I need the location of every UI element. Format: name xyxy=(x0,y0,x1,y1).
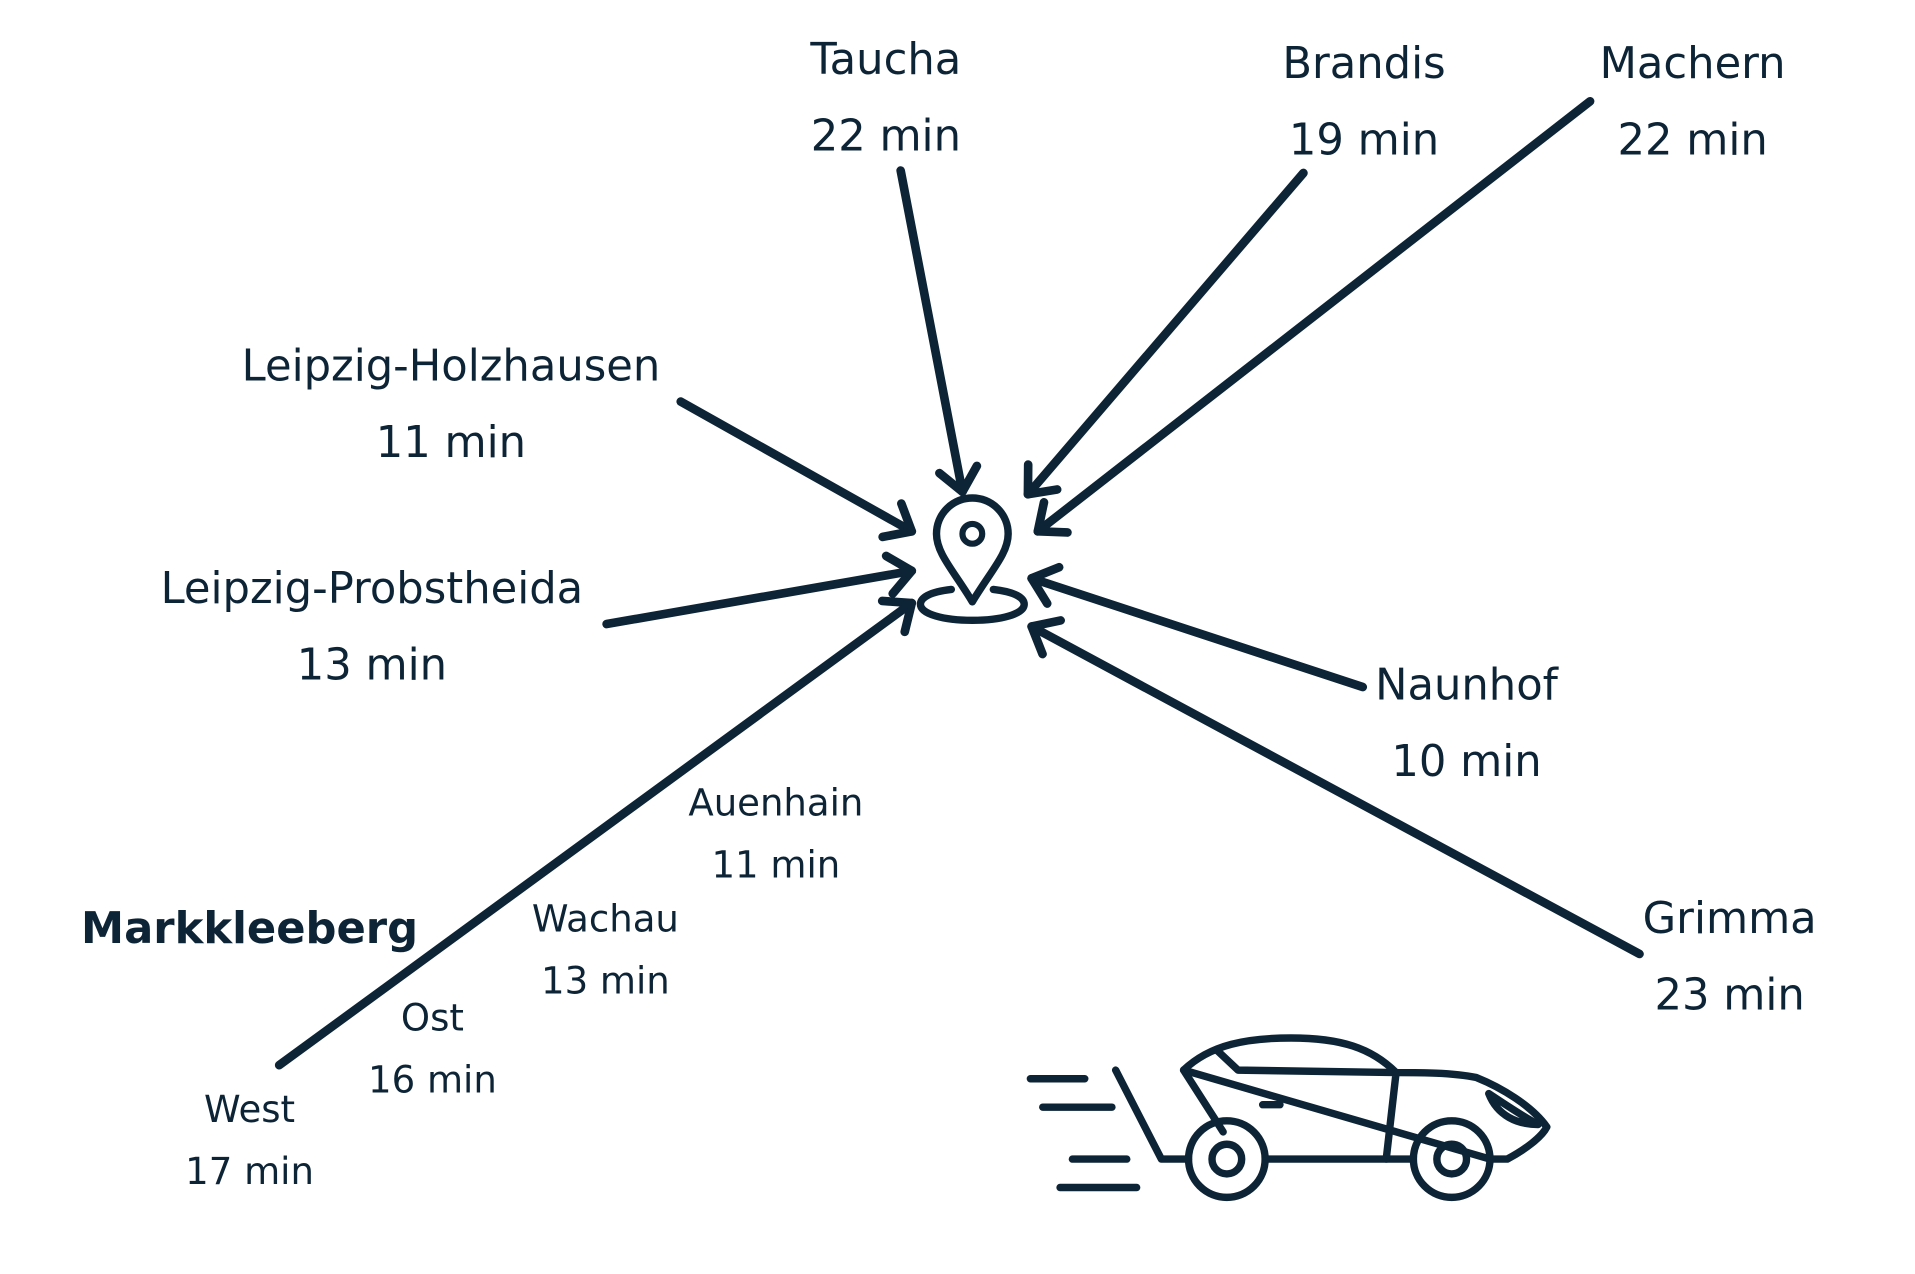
label-probstheida: Leipzig-Probstheida xyxy=(161,564,584,614)
map-pin-icon xyxy=(916,494,1028,625)
time-probstheida: 13 min xyxy=(297,641,447,691)
arrow-grimma-head xyxy=(1027,616,1065,659)
speeding-car-icon xyxy=(1026,1034,1551,1202)
label-brandis: Brandis xyxy=(1282,39,1445,89)
arrow-markkleeberg-head xyxy=(877,596,917,637)
time-naunhof: 10 min xyxy=(1391,737,1541,787)
arrow-taucha-head xyxy=(935,461,982,497)
arrow-taucha xyxy=(896,166,967,497)
label-holzhausen: Leipzig-Holzhausen xyxy=(242,342,661,392)
time-holzhausen: 11 min xyxy=(376,418,526,468)
time-grimma: 23 min xyxy=(1655,971,1805,1021)
arrow-brandis-head xyxy=(1023,460,1062,499)
arrow-holzhausen xyxy=(676,397,917,536)
arrow-probstheida xyxy=(602,566,917,629)
time-west: 17 min xyxy=(185,1150,314,1193)
arrow-machern xyxy=(1033,97,1595,536)
label-auenhain: Auenhain xyxy=(688,782,863,825)
time-wachau: 13 min xyxy=(541,959,670,1002)
time-taucha: 22 min xyxy=(811,112,961,162)
arrow-brandis xyxy=(1023,168,1308,499)
time-brandis: 19 min xyxy=(1289,115,1439,165)
time-machern: 22 min xyxy=(1617,115,1767,165)
label-naunhof: Naunhof xyxy=(1375,660,1559,710)
time-auenhain: 11 min xyxy=(711,843,840,886)
time-ost: 16 min xyxy=(368,1058,497,1101)
arrow-holzhausen-head xyxy=(878,499,917,542)
label-taucha: Taucha xyxy=(809,35,961,85)
arrow-grimma xyxy=(1027,622,1644,959)
arrow-markkleeberg xyxy=(274,598,917,1070)
label-west: West xyxy=(204,1088,295,1131)
label-ost: Ost xyxy=(401,997,464,1040)
label-grimma: Grimma xyxy=(1643,894,1817,944)
label-wachau: Wachau xyxy=(532,898,679,941)
label-machern: Machern xyxy=(1600,39,1786,89)
arrow-naunhof xyxy=(1027,573,1368,692)
arrow-naunhof-head xyxy=(1027,562,1064,608)
arrow-machern-head xyxy=(1033,498,1072,537)
label-markkleeberg: Markkleeberg xyxy=(81,904,418,954)
arrow-probstheida-head xyxy=(881,551,917,598)
